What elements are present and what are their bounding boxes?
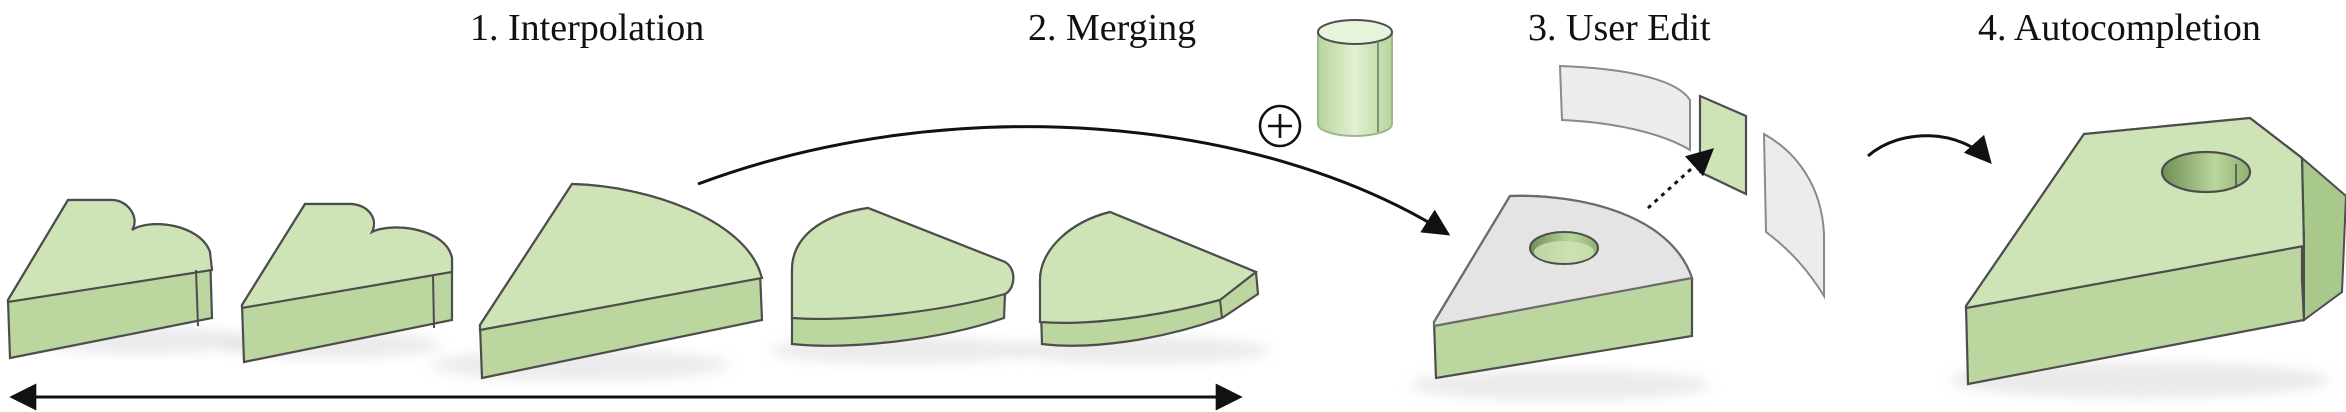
shape-interpolation-2 <box>220 202 454 364</box>
shape-user-edit <box>1410 194 1710 401</box>
shape-interpolation-3 <box>430 182 764 381</box>
step-label-interpolation: 1. Interpolation <box>470 7 705 49</box>
circled-plus-icon <box>1258 104 1302 148</box>
shape-interpolation-1 <box>6 198 250 360</box>
merge-arrow <box>697 125 1451 236</box>
shape-merging-2 <box>1010 210 1270 364</box>
edit-dotted-arrow <box>1646 148 1715 210</box>
shape-merging-1 <box>770 206 1030 364</box>
edit-panel-green <box>1698 94 1748 196</box>
edit-panel-right <box>1762 132 1825 300</box>
step-label-user-edit: 3. User Edit <box>1528 7 1711 49</box>
edit-panel-left <box>1558 64 1691 152</box>
step-label-autocompletion: 4. Autocompletion <box>1978 7 2261 49</box>
shape-autocompletion <box>1950 116 2346 398</box>
step-label-merging: 2. Merging <box>1028 7 1197 49</box>
cylinder-icon <box>1317 19 1393 137</box>
autocomplete-arrow <box>1867 134 1992 165</box>
